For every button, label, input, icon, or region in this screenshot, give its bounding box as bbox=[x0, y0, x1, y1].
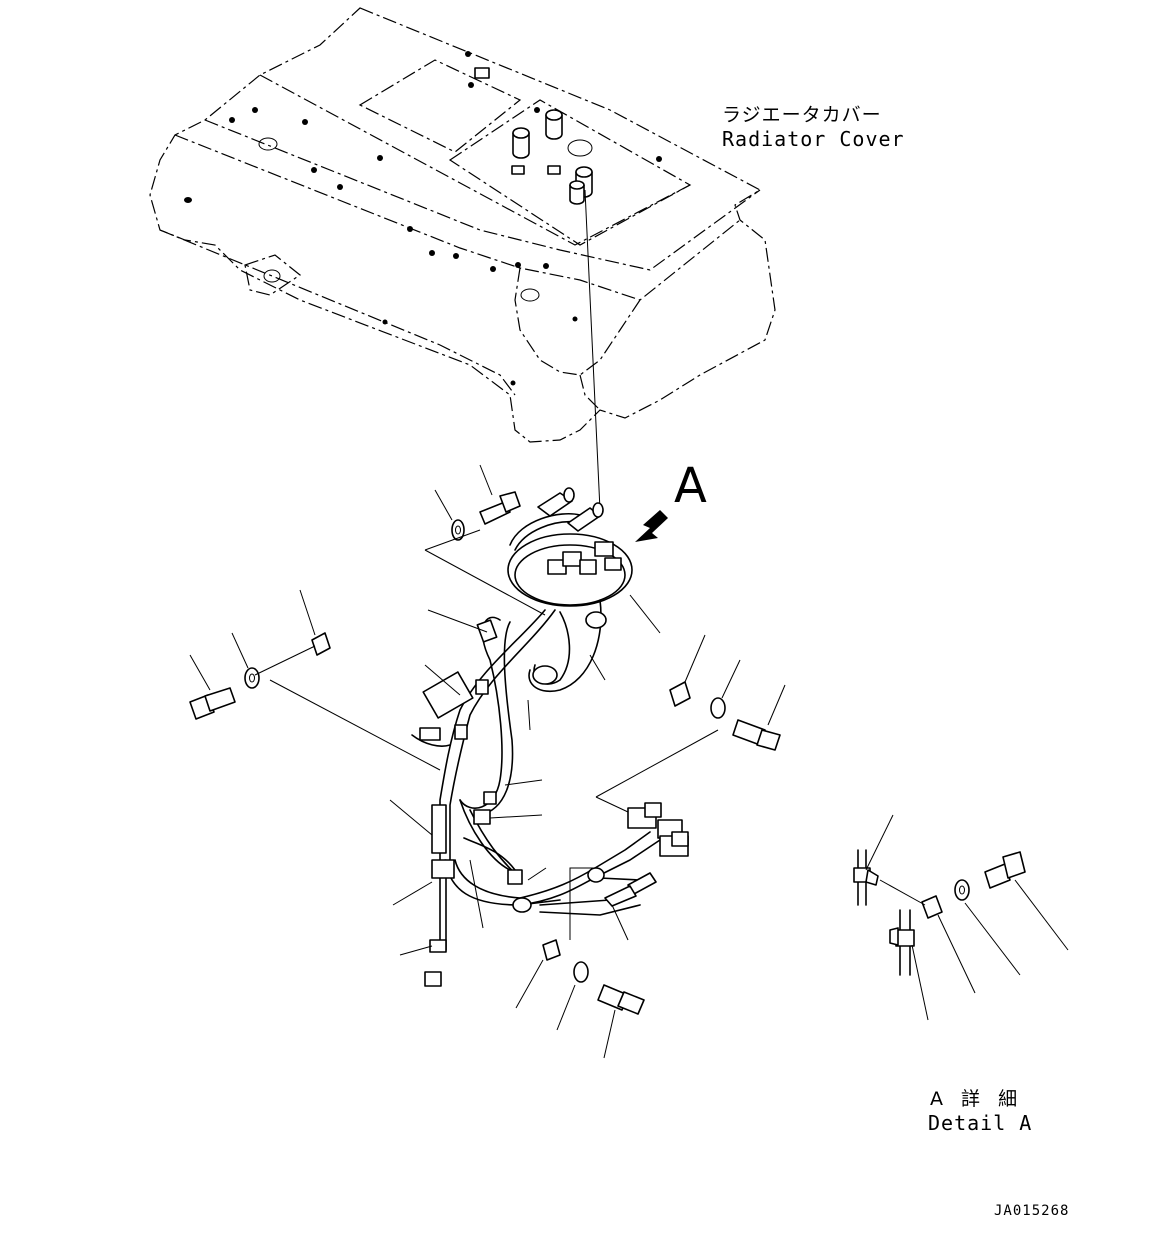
harness-clamps bbox=[419, 611, 607, 987]
detail-a-label-en: Detail A bbox=[928, 1111, 1033, 1135]
cover-standoffs bbox=[474, 67, 593, 205]
harness-leaders bbox=[389, 594, 661, 956]
cover-leader bbox=[584, 189, 601, 511]
drawing-code: JA015268 bbox=[994, 1203, 1070, 1219]
cover-holes bbox=[184, 51, 662, 386]
bolt-left bbox=[189, 589, 441, 771]
detail-a-drawing bbox=[853, 814, 1069, 1021]
bolt-right bbox=[595, 634, 786, 813]
radiator-cover bbox=[149, 7, 776, 443]
harness-ring bbox=[507, 513, 633, 607]
radiator-cover-label-en: Radiator Cover bbox=[722, 127, 905, 151]
branch-connectors bbox=[604, 802, 689, 907]
bolt-bottom bbox=[515, 867, 645, 1059]
radiator-cover-label-jp: ラジエータカバー bbox=[722, 104, 882, 126]
bolt-top bbox=[424, 464, 546, 616]
view-arrow bbox=[635, 510, 668, 542]
view-a-letter: A bbox=[674, 458, 707, 514]
detail-a-label-jp: A 詳 細 bbox=[930, 1088, 1024, 1110]
top-connectors bbox=[537, 487, 604, 532]
